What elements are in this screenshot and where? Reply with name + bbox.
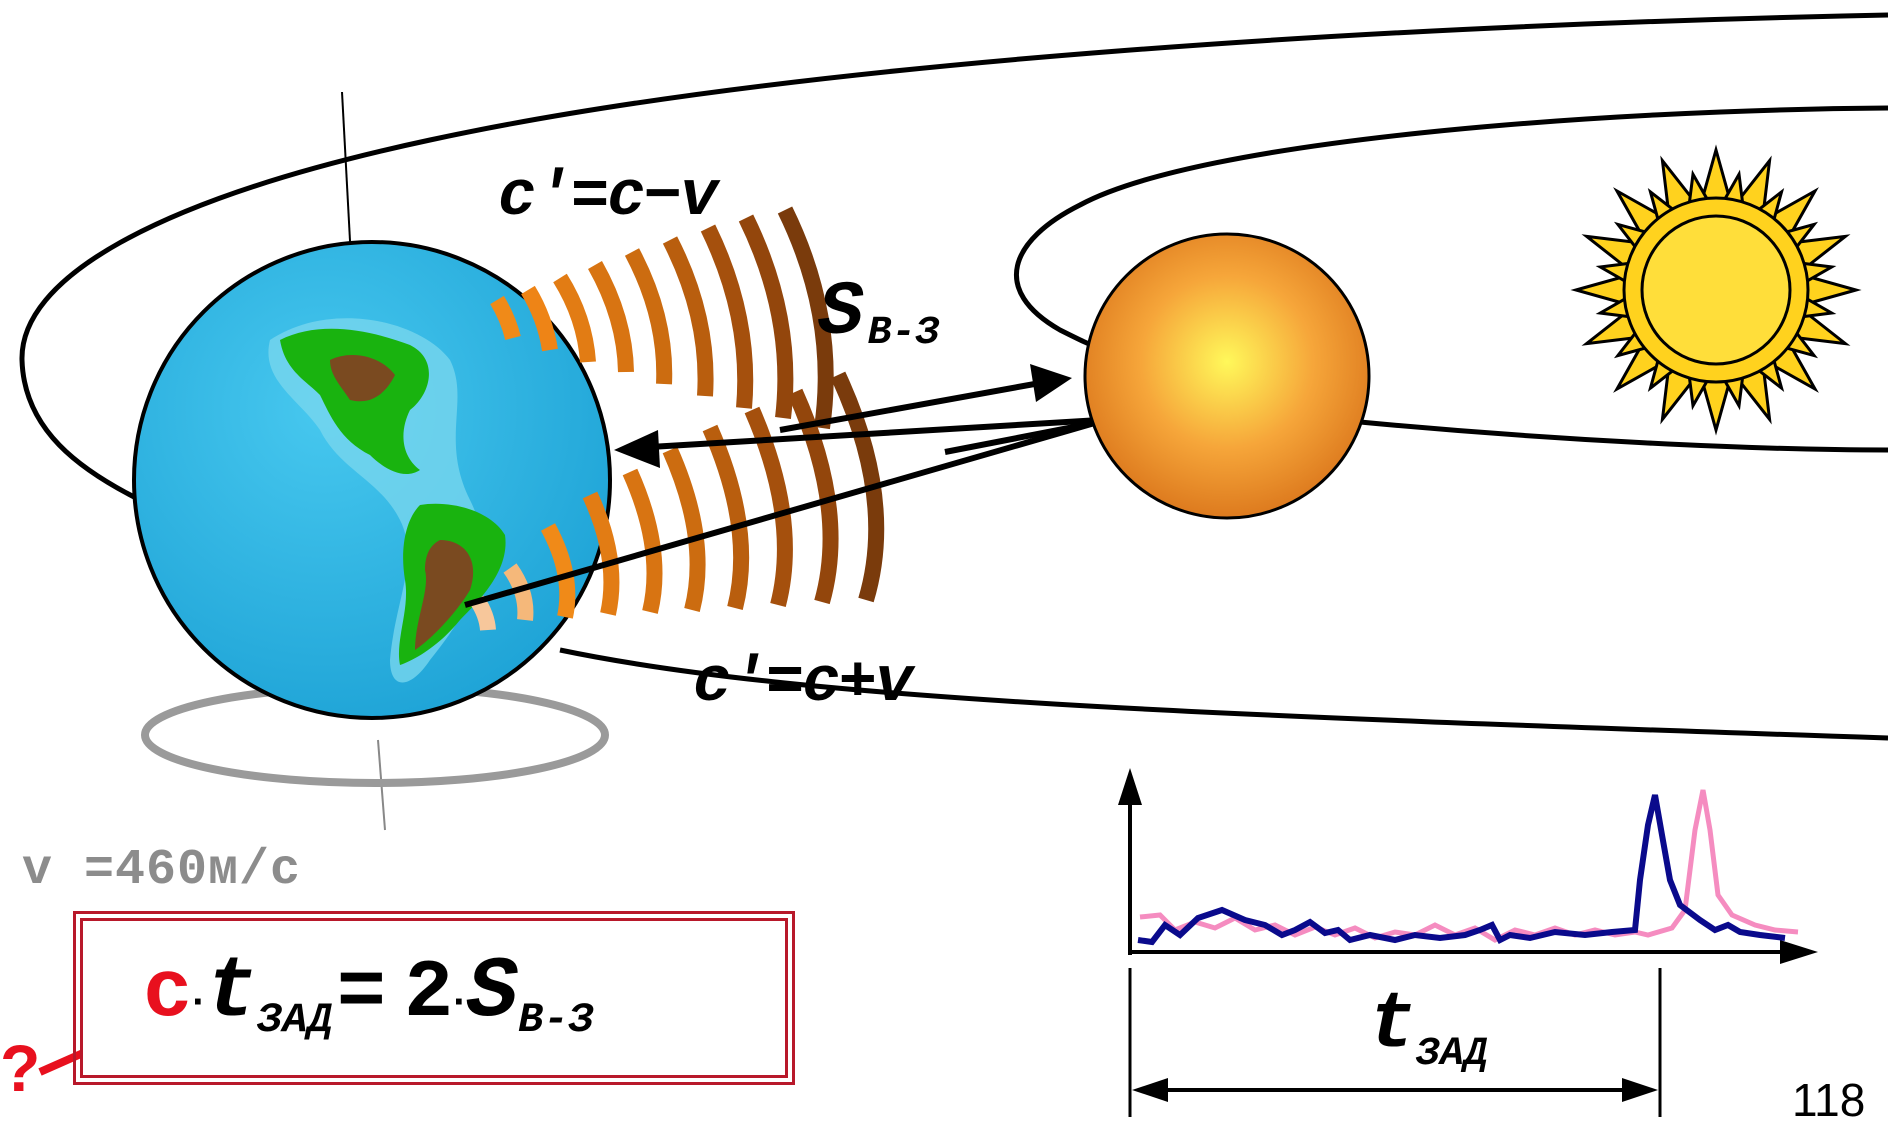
distance-arrow-shaft-out xyxy=(779,380,1041,433)
distance-arrow-head-back xyxy=(614,430,660,468)
distance-arrow-shaft-back xyxy=(649,417,1101,450)
radar-beam xyxy=(464,417,1106,608)
formula: c · t ЗАД = 2 · S В-З xyxy=(143,943,594,1063)
reference-signal-pink xyxy=(1139,789,1799,943)
formula-t: t xyxy=(205,943,258,1041)
outgoing-waves xyxy=(490,206,834,430)
formula-equals: = xyxy=(336,947,386,1040)
question-mark: ? xyxy=(0,1031,41,1105)
delay-arrow-left xyxy=(1132,1078,1168,1102)
echo-signal-blue xyxy=(1137,794,1786,946)
sun-icon xyxy=(1570,144,1862,436)
label-rotation-velocity: v =460м/с xyxy=(22,842,302,899)
return-beam xyxy=(944,417,1111,455)
earth-orbit-front xyxy=(559,647,1888,741)
graph-y-arrowhead xyxy=(1118,768,1142,805)
formula-s-sub: В-З xyxy=(518,996,594,1044)
signal-graph xyxy=(1118,768,1818,1117)
earth-orbit xyxy=(19,12,1888,503)
label-distance-s: S xyxy=(818,270,864,356)
formula-two: 2 xyxy=(404,947,454,1040)
graph-delay-sub: ЗАД xyxy=(1416,1032,1489,1077)
page-number: 118 xyxy=(1792,1074,1866,1126)
venus-orbit xyxy=(1014,105,1888,351)
label-c-plus-v: c′=c+v xyxy=(693,648,913,720)
graph-delay-label: tЗАД xyxy=(1368,980,1488,1077)
formula-dot-1: · xyxy=(192,980,206,1024)
formula-dot-2: · xyxy=(453,980,467,1024)
formula-box: c · t ЗАД = 2 · S В-З xyxy=(73,911,795,1085)
formula-c: c xyxy=(143,947,193,1040)
graph-x-arrowhead xyxy=(1780,940,1818,964)
graph-delay-t: t xyxy=(1368,980,1417,1071)
distance-arrow-head-out xyxy=(1030,364,1072,402)
venus-orbit-back xyxy=(1359,419,1888,453)
delay-arrow-right xyxy=(1622,1078,1658,1102)
venus xyxy=(1083,232,1371,520)
label-distance-sub: В-З xyxy=(867,311,940,356)
formula-s: S xyxy=(466,943,519,1041)
formula-t-sub: ЗАД xyxy=(257,996,333,1044)
label-c-minus-v: c′=c−v xyxy=(498,162,718,234)
